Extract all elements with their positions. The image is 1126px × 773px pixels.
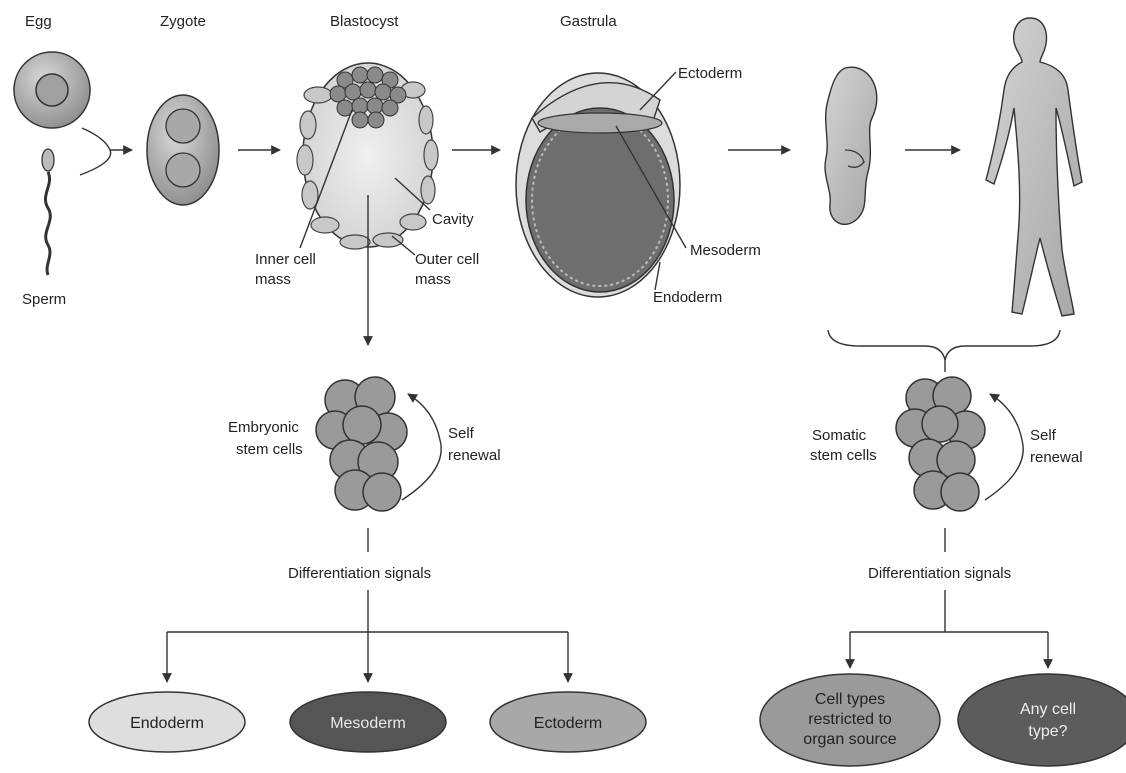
gastrula-mesoderm-label: Mesoderm xyxy=(690,242,761,259)
inner-cell-label-1: Inner cell xyxy=(255,251,316,268)
embryonic-stem-cells-cluster xyxy=(316,377,407,511)
somatic-self-renewal-arrow xyxy=(985,394,1023,500)
fertilization-arrow xyxy=(80,128,111,175)
outer-cell-label-2: mass xyxy=(415,271,451,288)
any-cell-type-oval xyxy=(958,674,1126,766)
sperm-label: Sperm xyxy=(22,291,66,308)
embryonic-self-renewal-arrow xyxy=(402,394,441,500)
cavity-label: Cavity xyxy=(432,211,474,228)
restricted-line-1: Cell types xyxy=(815,691,885,708)
ectoderm-output-label: Ectoderm xyxy=(534,715,602,732)
somatic-stem-cells-label-2: stem cells xyxy=(810,447,877,464)
embryonic-differentiation-signals: Differentiation signals xyxy=(288,565,431,582)
egg-label: Egg xyxy=(25,13,52,30)
somatic-stem-cells-cluster xyxy=(896,377,985,511)
restricted-line-2: restricted to xyxy=(808,711,892,728)
blastocyst-label: Blastocyst xyxy=(330,13,399,30)
embryonic-stem-cells-label-1: Embryonic xyxy=(228,419,299,436)
adult-human-icon xyxy=(986,18,1082,316)
fetus-icon xyxy=(825,67,877,224)
somatic-renewal-label: renewal xyxy=(1030,449,1083,466)
embryonic-stem-cells-label-2: stem cells xyxy=(236,441,303,458)
gastrula-ectoderm-label: Ectoderm xyxy=(678,65,742,82)
somatic-differentiation-signals: Differentiation signals xyxy=(868,565,1011,582)
somatic-stem-cells-label-1: Somatic xyxy=(812,427,867,444)
egg-icon xyxy=(14,52,90,128)
endoderm-output-label: Endoderm xyxy=(130,715,204,732)
mesoderm-output-label: Mesoderm xyxy=(330,715,406,732)
gastrula-icon xyxy=(516,73,680,297)
embryonic-self-label: Self xyxy=(448,425,475,442)
somatic-self-label: Self xyxy=(1030,427,1057,444)
embryonic-renewal-label: renewal xyxy=(448,447,501,464)
zygote-label: Zygote xyxy=(160,13,206,30)
any-cell-line-2: type? xyxy=(1028,723,1067,740)
inner-cell-label-2: mass xyxy=(255,271,291,288)
gastrula-endoderm-label: Endoderm xyxy=(653,289,722,306)
zygote-icon xyxy=(147,95,219,205)
restricted-line-3: organ source xyxy=(803,731,896,748)
outer-cell-label-1: Outer cell xyxy=(415,251,479,268)
endoderm-pointer xyxy=(655,262,660,290)
gastrula-label: Gastrula xyxy=(560,13,617,30)
any-cell-line-1: Any cell xyxy=(1020,701,1076,718)
somatic-brace xyxy=(828,330,1060,360)
sperm-icon xyxy=(42,149,54,275)
